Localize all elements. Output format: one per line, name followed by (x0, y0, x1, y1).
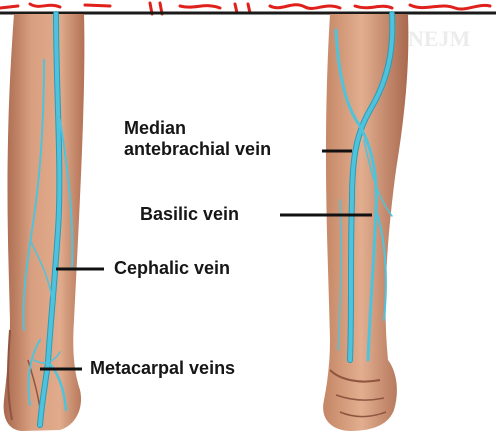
label-median-line1: Median (124, 118, 271, 139)
label-median-line2: antebrachial vein (124, 139, 271, 160)
right-forearm (323, 14, 408, 431)
label-metacarpal: Metacarpal veins (90, 358, 235, 379)
label-basilic: Basilic vein (140, 204, 239, 225)
label-median: Median antebrachial vein (124, 118, 271, 160)
label-cephalic: Cephalic vein (114, 258, 230, 279)
nejm-watermark: NEJM (408, 26, 470, 52)
